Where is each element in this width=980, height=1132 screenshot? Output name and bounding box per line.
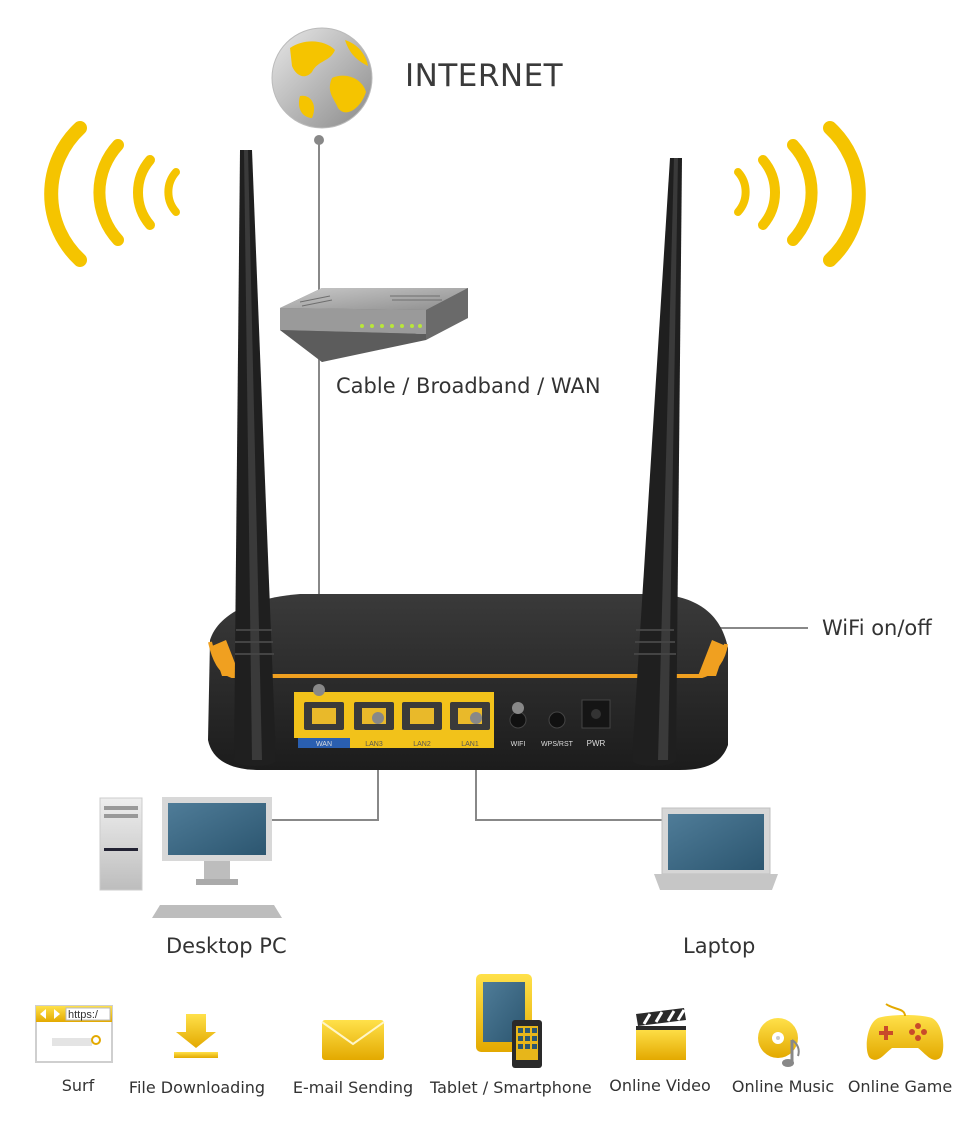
wifi-waves-left-icon	[44, 121, 180, 267]
desktop-pc-label: Desktop PC	[166, 934, 287, 958]
clapperboard-icon	[636, 1008, 686, 1060]
port-pwr-label: PWR	[587, 739, 606, 748]
laptop-icon	[654, 807, 778, 890]
router: WAN LAN3 LAN2 LAN1 WIFI WPS/RST PWR	[208, 594, 728, 770]
feature-label-online-video: Online Video	[609, 1076, 711, 1095]
port-wan-label: WAN	[316, 741, 332, 748]
envelope-icon	[321, 1020, 385, 1060]
feature-label-online-game: Online Game	[847, 1077, 953, 1096]
globe-icon	[271, 27, 373, 129]
antenna-left	[234, 150, 276, 766]
feature-label-email-sending: E-mail Sending	[292, 1078, 414, 1097]
port-lan1-label: LAN1	[461, 741, 479, 748]
port-lan3-label: LAN3	[365, 741, 383, 748]
laptop-label: Laptop	[683, 934, 756, 958]
modem-label: Cable / Broadband / WAN	[336, 374, 601, 398]
browser-url-text: https:/	[68, 1009, 99, 1021]
music-disc-icon	[758, 1018, 800, 1067]
port-lan2-label: LAN2	[413, 741, 431, 748]
browser-icon: https:/	[35, 1005, 113, 1063]
antenna-right	[632, 158, 682, 766]
internet-label: INTERNET	[405, 58, 564, 94]
feature-label-online-music: Online Music	[731, 1077, 835, 1096]
gamepad-icon	[866, 1003, 944, 1060]
download-icon	[174, 1014, 218, 1058]
wifi-toggle-label: WiFi on/off	[822, 616, 932, 640]
tablet-phone-icon	[476, 974, 542, 1068]
port-wps-label: WPS/RST	[541, 741, 574, 748]
line-dot	[314, 135, 324, 145]
feature-label-file-downloading: File Downloading	[128, 1078, 266, 1097]
modem-icon	[280, 288, 468, 362]
wifi-waves-right-icon	[734, 121, 866, 267]
port-wifi-label: WIFI	[511, 741, 526, 748]
feature-label-tablet-smartphone: Tablet / Smartphone	[430, 1078, 592, 1097]
feature-label-surf: Surf	[61, 1076, 95, 1095]
desktop-pc-icon	[99, 797, 282, 918]
